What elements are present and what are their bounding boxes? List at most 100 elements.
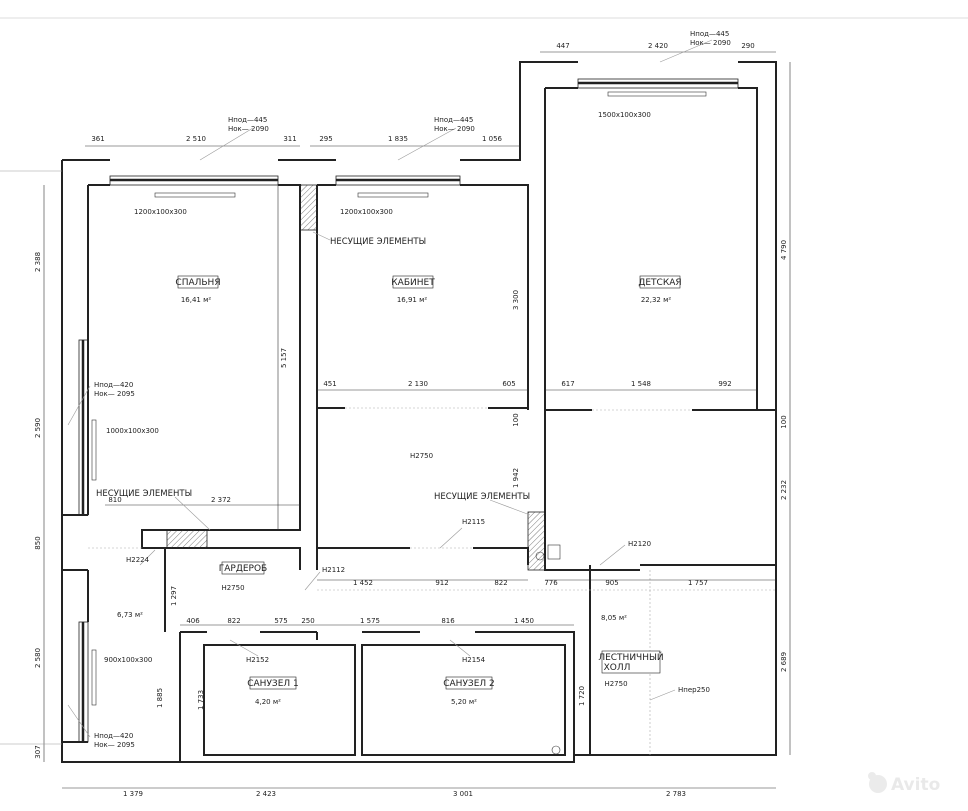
- bearing-column-3: [527, 511, 546, 571]
- room-kids: ДЕТСКАЯ 22,32 м²: [638, 275, 682, 304]
- dimension-label: 1 452: [353, 579, 373, 587]
- room-name-line1: ЛЕСТНИЧНЫЙ: [598, 651, 663, 663]
- room-name: САНУЗЕЛ 2: [443, 679, 495, 689]
- room-area: 16,41 м²: [181, 296, 212, 304]
- dimension-label: 451: [323, 380, 336, 388]
- radiator: [91, 649, 97, 706]
- dimension-label: 1 056: [482, 135, 503, 143]
- dimension-label: 1 379: [123, 790, 143, 798]
- dimension-label: 250: [301, 617, 314, 625]
- dimension-label: 2 130: [408, 380, 428, 388]
- dimension-label: 1 548: [631, 380, 651, 388]
- height-label: H2115: [462, 518, 485, 526]
- room-name-line2: ХОЛЛ: [604, 663, 631, 673]
- radiator-note: 1500x100x300: [598, 111, 651, 119]
- bearing-label: НЕСУЩИЕ ЭЛЕМЕНТЫ: [434, 492, 530, 502]
- dimension-label: 447: [556, 42, 569, 50]
- dimension-label: 2 590: [34, 418, 42, 438]
- bearing-column-1: [299, 184, 318, 231]
- height-label: H2154: [462, 656, 486, 664]
- dimension-label: 1 942: [512, 468, 520, 488]
- height-label: Hпер250: [678, 686, 710, 694]
- outer-walls: [61, 61, 777, 763]
- window-note: Hпод—420: [94, 381, 133, 389]
- dimension-label: 5 157: [280, 348, 288, 368]
- dimension-label: 2 420: [648, 42, 668, 50]
- room-name: САНУЗЕЛ 1: [247, 679, 299, 689]
- window-note: Нок— 2090: [690, 39, 731, 47]
- dimension-label: 822: [494, 579, 507, 587]
- radiator-note: 1200x100x300: [340, 208, 393, 216]
- dimension-label: 1 885: [156, 688, 164, 708]
- radiator-note: 1200x100x300: [134, 208, 187, 216]
- dimension-texts: 361 2 510 311 295 1 835 1 056 447 2 420 …: [34, 42, 788, 798]
- height-label: H2750: [410, 452, 433, 460]
- room-name: КАБИНЕТ: [391, 278, 435, 288]
- radiator: [154, 192, 236, 198]
- dimension-label: 2 689: [780, 652, 788, 672]
- bearing-column-2: [166, 529, 208, 549]
- room-area: 16,91 м²: [397, 296, 428, 304]
- room-bedroom: СПАЛЬНЯ 16,41 м²: [175, 275, 221, 304]
- dimension-label: 290: [741, 42, 754, 50]
- radiator-note: 900x100x300: [104, 656, 152, 664]
- window-note: Нок— 2090: [228, 125, 269, 133]
- room-area: 22,32 м²: [641, 296, 672, 304]
- dimension-label: 1 733: [197, 690, 205, 710]
- dimension-label: 1 835: [388, 135, 408, 143]
- height-label: H2224: [126, 556, 150, 564]
- room-area: 4,20 м²: [255, 698, 281, 706]
- dimension-label: 2 783: [666, 790, 686, 798]
- dimension-label: 1 757: [688, 579, 708, 587]
- riser-icon: [547, 544, 561, 560]
- dimension-label: 2 580: [34, 648, 42, 668]
- notes: НЕСУЩИЕ ЭЛЕМЕНТЫ НЕСУЩИЕ ЭЛЕМЕНТЫ НЕСУЩИ…: [94, 30, 731, 749]
- dimension-label: 1 297: [170, 586, 178, 606]
- dimension-label: 2 232: [780, 480, 788, 500]
- room-height: H2750: [604, 680, 627, 688]
- leader-lines: [67, 39, 713, 738]
- room-name: ДЕТСКАЯ: [638, 278, 681, 288]
- dimension-label: 406: [186, 617, 200, 625]
- dimension-label: 2 372: [211, 496, 231, 504]
- radiator: [607, 91, 707, 97]
- dimension-label: 100: [512, 413, 520, 426]
- window-note: Hпод—445: [690, 30, 729, 38]
- dimension-label: 3 300: [512, 290, 520, 310]
- radiator: [91, 419, 97, 481]
- room-bath2: САНУЗЕЛ 2 5,20 м²: [443, 676, 495, 706]
- dimension-label: 1 450: [514, 617, 534, 625]
- window-note: Hпод—445: [434, 116, 473, 124]
- height-label: H2120: [628, 540, 651, 548]
- room-name: СПАЛЬНЯ: [175, 278, 220, 288]
- dimension-label: 2 388: [34, 252, 42, 272]
- dimension-label: 776: [544, 579, 558, 587]
- room-area: 8,05 м²: [601, 614, 627, 622]
- dimension-label: 617: [561, 380, 574, 388]
- radiator-note: 1000x100x300: [106, 427, 159, 435]
- dimension-label: 810: [108, 496, 121, 504]
- dimension-label: 905: [605, 579, 618, 587]
- room-study: КАБИНЕТ 16,91 м²: [391, 275, 435, 304]
- dimension-label: 992: [718, 380, 731, 388]
- dimension-label: 311: [283, 135, 296, 143]
- dimension-label: 295: [319, 135, 332, 143]
- watermark: Avito: [868, 772, 940, 795]
- room-hall: ЛЕСТНИЧНЫЙ ХОЛЛ H2750 8,05 м²: [598, 614, 663, 688]
- bearing-label: НЕСУЩИЕ ЭЛЕМЕНТЫ: [330, 237, 426, 247]
- dimension-label: 307: [34, 745, 42, 758]
- dimension-label: 100: [780, 415, 788, 428]
- dimension-label: 816: [441, 617, 455, 625]
- window-note: Нок— 2095: [94, 390, 135, 398]
- dimension-label: 575: [274, 617, 287, 625]
- room-bath1: САНУЗЕЛ 1 4,20 м²: [247, 676, 299, 706]
- room-area: 5,20 м²: [451, 698, 477, 706]
- height-label: H2152: [246, 656, 269, 664]
- window-note: Нок— 2090: [434, 125, 475, 133]
- room-name: ГАРДЕРОБ: [219, 564, 267, 574]
- room-area: 6,73 м²: [117, 611, 143, 619]
- dimension-label: 2 510: [186, 135, 206, 143]
- dimension-label: 850: [34, 536, 42, 549]
- dimension-lines: [0, 51, 791, 789]
